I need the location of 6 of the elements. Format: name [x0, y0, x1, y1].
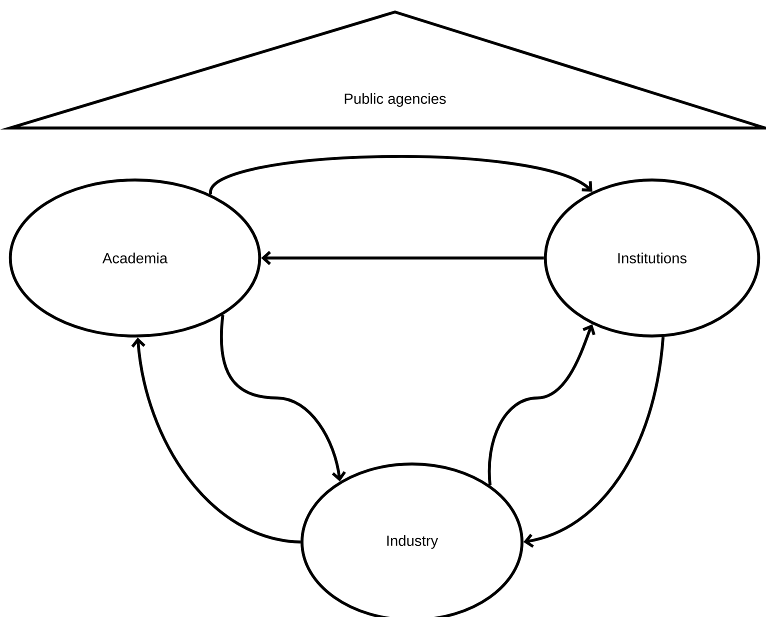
arrow — [220, 314, 346, 482]
arrow — [523, 336, 665, 548]
arrow — [131, 337, 301, 544]
arrow — [488, 324, 596, 486]
arrow — [209, 155, 592, 196]
arrow — [261, 250, 544, 266]
